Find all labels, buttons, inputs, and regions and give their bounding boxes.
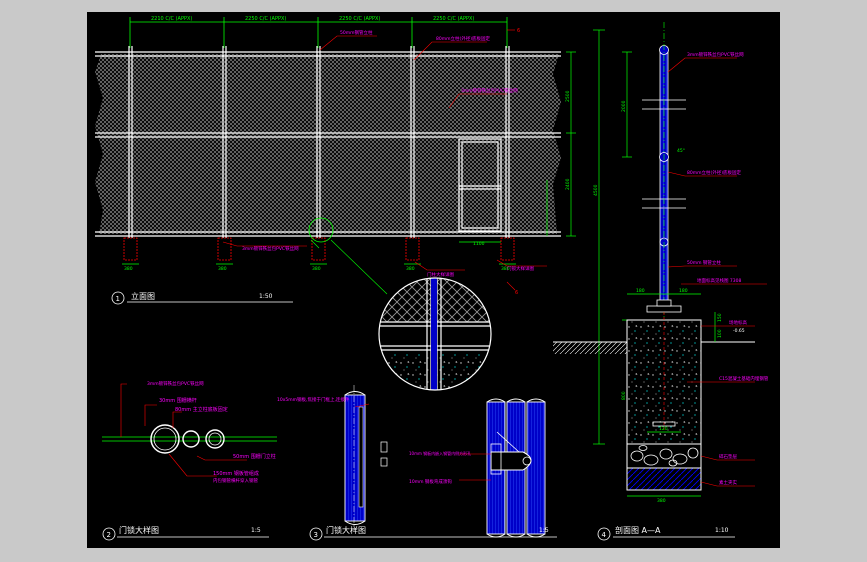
sec-note-gravel: 碎石垫层 (719, 453, 737, 460)
sec-dim-4500: 4500 (593, 184, 599, 196)
sec-dim-150: 150 (717, 313, 723, 322)
d3-note-1a: 10x5mm钢板,焦接于门框上,连接件 (277, 396, 350, 403)
gate-width-dim: 1100 (473, 241, 485, 247)
d2-note-6: 内包钢管横杆穿入钢管 (213, 477, 258, 484)
footing-dim-4: 380 (406, 266, 415, 272)
title-4-scale: 1:10 (715, 527, 729, 534)
d3-note-3: 10mm 钢板弯成须钩 (409, 478, 452, 485)
d2-note-1: 3mm镀锌铁丝包PVC铁丝网 (147, 380, 204, 387)
note-mesh-gate: 3mm镀锌铁丝包PVC铁丝网 (461, 87, 518, 94)
footing-dim-3: 380 (312, 266, 321, 272)
top-dimension-chain (129, 17, 508, 48)
footing-dim-2: 380 (218, 266, 227, 272)
right-dim-2400: 2400 (565, 178, 571, 190)
elevation-view: 2210 C/C (APPX) 2250 C/C (APPX) 2250 C/C… (95, 16, 576, 296)
sec-dim-100: 100 (717, 329, 723, 338)
dim-text-2: 2250 C/C (APPX) (245, 16, 286, 22)
title-block-1: 1 立面图 1:50 (111, 291, 293, 305)
d2-note-2: 30mm 围栅横杆 (159, 397, 197, 404)
cad-drawing: 2210 C/C (APPX) 2250 C/C (APPX) 2250 C/C… (95, 16, 769, 541)
fence-posts (128, 46, 510, 238)
sec-dim-120: 120 (659, 426, 668, 432)
title-2-num: 2 (107, 531, 111, 539)
sec-dim-380: 380 (657, 498, 666, 504)
sec-dim-180a: 180 (636, 288, 645, 294)
post-footings (123, 237, 515, 261)
chain-link-mesh (95, 54, 561, 234)
title-2-scale: 1:5 (251, 527, 261, 534)
plan-detail: 3mm镀锌铁丝包PVC铁丝网 30mm 围栅横杆 80mm 主立柱底板固定 50… (102, 380, 277, 484)
d2-note-4: 50mm 围栅门立柱 (233, 453, 276, 460)
title-block-3: 3 门锁大样图 1:5 (309, 525, 557, 541)
gate-lock-detail: 10x5mm钢板,焦接于门框上,连接件 10mm 钢板内嵌入钢管内侧方形孔 10… (277, 385, 546, 538)
gate-frame (458, 138, 502, 232)
note-gate-lock: 门锁大样详图 (507, 265, 534, 272)
d2-note-3: 80mm 主立柱底板固定 (175, 406, 228, 413)
elevation-leaders (222, 29, 547, 291)
title-4-name: 剖面图 A—A (615, 525, 661, 535)
footing-dim-5: 380 (501, 266, 510, 272)
section-aa: 2000 4500 800 (553, 22, 769, 504)
right-dims (546, 51, 576, 237)
sec-note-finish-val: -0.65 (733, 328, 745, 334)
dim-text-4: 2250 C/C (APPX) (433, 16, 474, 22)
right-dim-2500: 2500 (565, 90, 571, 102)
sec-note-post80: 80mm立柱(外径)底板固定 (687, 169, 742, 176)
title-block-4: 4 剖面图 A—A 1:10 (597, 525, 735, 541)
title-1-name: 立面图 (131, 291, 155, 301)
sec-note-post50: 50mm 钢管立柱 (687, 259, 721, 266)
d2-note-5: 150mm 钢板管组成 (213, 470, 259, 477)
note-post-50: 50mm钢管立柱 (340, 29, 373, 36)
d3-note-2: 10mm 钢板内嵌入钢管内侧方形孔 (409, 450, 471, 456)
footing-dim-1: 380 (124, 266, 133, 272)
sec-note-mesh: 3mm镀锌铁丝包PVC铁丝网 (687, 51, 744, 58)
title-4-num: 4 (602, 531, 607, 539)
note-6a: 6 (517, 28, 520, 34)
title-2-name: 门锁大样图 (119, 525, 159, 535)
note-6b: 6 (515, 290, 518, 296)
sec-note-finish: 场地标高 (729, 319, 747, 326)
note-mesh: 3mm镀锌铁丝包PVC铁丝网 (242, 245, 299, 252)
dim-text-3: 2250 C/C (APPX) (339, 16, 380, 22)
sec-note-concrete: C15混凝土基础内埋钢管 (719, 375, 769, 382)
sec-dim-180b: 180 (679, 288, 688, 294)
sec-dim-800: 800 (621, 391, 627, 400)
title-block-2: 2 门锁大样图 1:5 (102, 525, 269, 541)
fence-rails (95, 51, 561, 237)
title-1-num: 1 (116, 295, 120, 303)
cad-drawing-canvas[interactable]: 2210 C/C (APPX) 2250 C/C (APPX) 2250 C/C… (87, 12, 780, 548)
title-3-num: 3 (314, 531, 318, 539)
sec-dim-2000: 2000 (621, 100, 627, 112)
title-3-name: 门锁大样图 (326, 525, 366, 535)
title-3-scale: 1:5 (539, 527, 549, 534)
note-gate-post: 门柱大样详图 (427, 271, 454, 278)
note-post-80: 80mm立柱(外径)底板固定 (436, 35, 491, 42)
sec-note-level: 地面标高见栈图 7308 (697, 277, 742, 284)
magnifier-detail (308, 217, 492, 391)
sec-note-soil: 素土夹实 (719, 479, 737, 486)
sec-angle: 45° (677, 148, 685, 154)
footing-dims (122, 241, 516, 265)
title-1-scale: 1:50 (259, 293, 273, 300)
dim-text-1: 2210 C/C (APPX) (151, 16, 192, 22)
